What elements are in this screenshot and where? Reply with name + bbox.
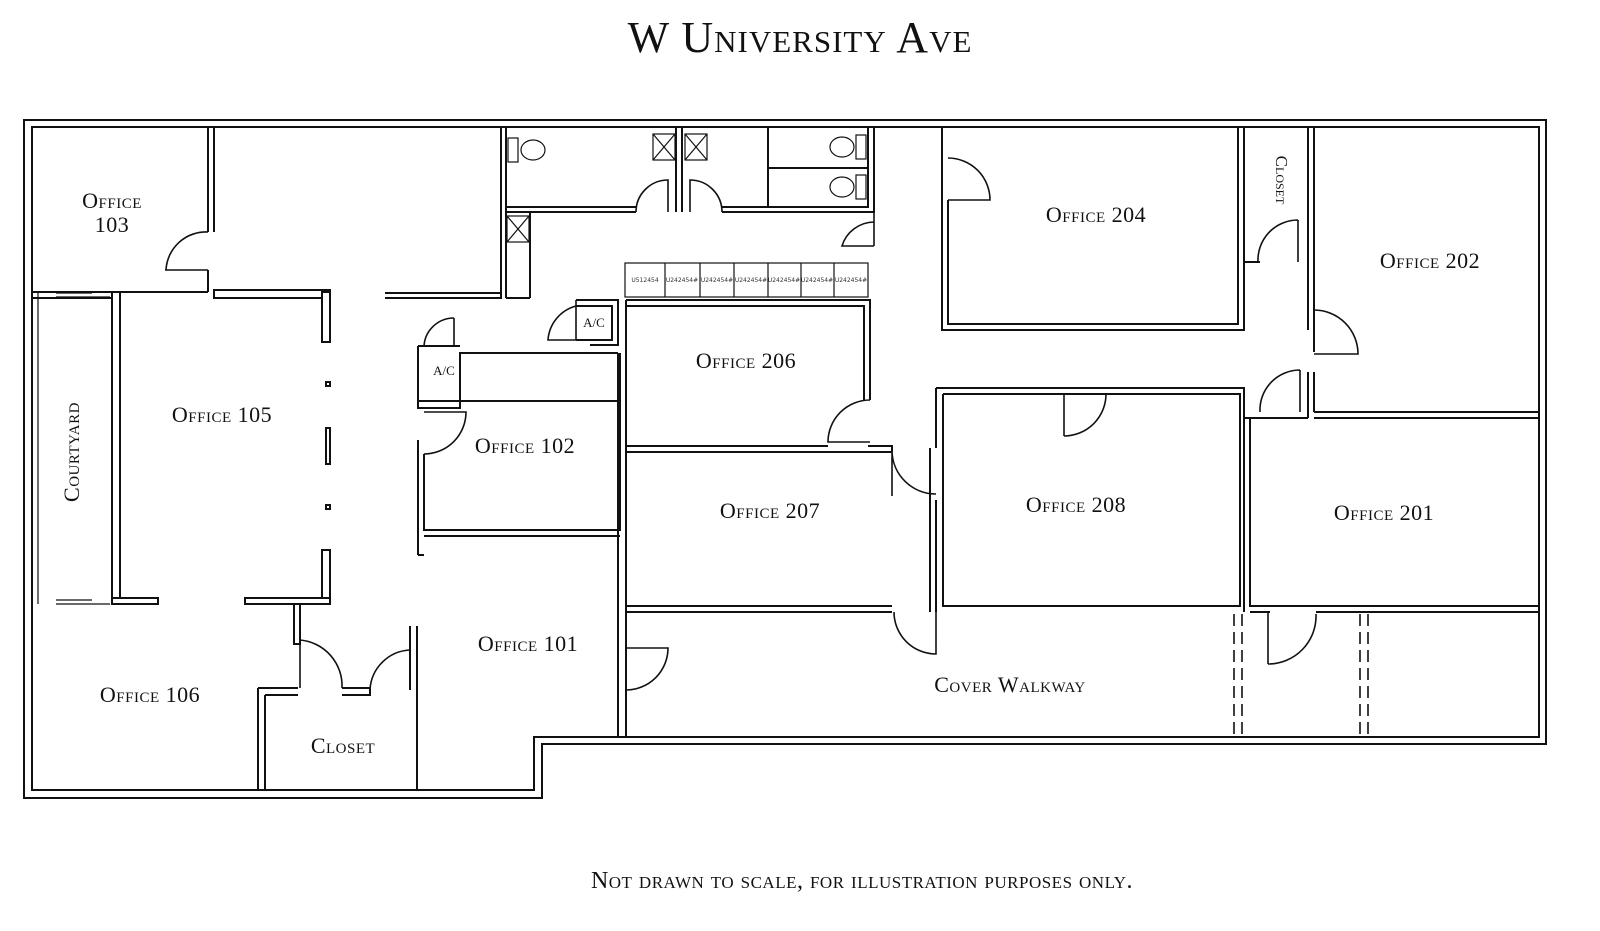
corridor-door xyxy=(840,212,875,247)
office-102-walls xyxy=(417,345,621,556)
courtyard-doors xyxy=(37,292,110,605)
office-207-label: Office 207 xyxy=(720,498,820,523)
closet-upper-label: Closet xyxy=(1272,156,1291,205)
sink-icon xyxy=(652,133,676,161)
office-208-door xyxy=(1063,393,1107,437)
svg-text:U512454: U512454 xyxy=(631,277,658,284)
office-201-door xyxy=(1259,369,1301,413)
toilet-icon xyxy=(507,137,546,163)
ac-lower-label: A/C xyxy=(433,363,455,378)
office-105-label: Office 105 xyxy=(172,402,272,427)
restroom-doors xyxy=(635,179,723,213)
closet-upper-door xyxy=(1257,219,1299,263)
locker-row: U512454 U242454# U242454# U242454# U2424… xyxy=(624,262,869,298)
office-202-walls xyxy=(1307,372,1539,419)
courtyard-label: Courtyard xyxy=(59,402,84,502)
svg-text:U242454#: U242454# xyxy=(735,277,767,284)
svg-text:U242454#: U242454# xyxy=(835,277,867,284)
ac-lower-door xyxy=(423,317,455,347)
office-201-label: Office 201 xyxy=(1334,500,1434,525)
walkway-openings xyxy=(1233,614,1369,734)
svg-text:U242454#: U242454# xyxy=(701,277,733,284)
office-206-label: Office 206 xyxy=(696,348,796,373)
walkway-door xyxy=(893,611,937,655)
office-208-walls xyxy=(929,387,1245,612)
svg-text:U242454#: U242454# xyxy=(801,277,833,284)
svg-text:U242454#: U242454# xyxy=(666,277,698,284)
office-204-label: Office 204 xyxy=(1046,202,1146,227)
svg-text:U242454#: U242454# xyxy=(768,277,800,284)
office-204-walls xyxy=(941,127,1245,331)
toilet-icon xyxy=(829,134,867,160)
walkway-gate-door xyxy=(1267,612,1317,665)
office-106-walls xyxy=(257,603,371,790)
office-103-door xyxy=(165,231,209,271)
office-202-label: Office 202 xyxy=(1380,248,1480,273)
ac-upper-room xyxy=(547,299,619,346)
wall-105-top xyxy=(213,289,331,299)
office-106-label: Office 106 xyxy=(100,682,200,707)
outer-wall xyxy=(23,119,1547,799)
closet-lower-label: Closet xyxy=(311,733,375,758)
street-title: W University Ave xyxy=(628,13,973,62)
office-206-walls xyxy=(626,299,893,453)
office-102-label: Office 102 xyxy=(475,433,575,458)
toilet-icon xyxy=(829,174,867,200)
office-201-walls xyxy=(1244,417,1539,613)
janitor-wall xyxy=(505,212,531,299)
wall-101-right xyxy=(617,300,627,737)
office-106-door xyxy=(299,639,343,689)
office-101-label: Office 101 xyxy=(478,631,578,656)
office-206-door xyxy=(827,399,871,443)
sink-icon xyxy=(506,215,530,243)
office-207-door xyxy=(891,451,937,496)
inner-wall xyxy=(31,126,1540,791)
office-105-walls xyxy=(111,291,331,605)
scale-disclaimer: Not drawn to scale, for illustration pur… xyxy=(591,868,1133,894)
storage-wall xyxy=(385,127,502,299)
office-202-door xyxy=(1313,309,1359,355)
office-103-label: Office xyxy=(82,188,142,213)
ac-upper-label: A/C xyxy=(583,315,605,330)
closet-upper-walls xyxy=(1243,127,1315,352)
cover-walkway-label: Cover Walkway xyxy=(934,672,1085,697)
office-101-door xyxy=(625,647,669,691)
sink-icon xyxy=(684,133,708,161)
closet-lower-door xyxy=(369,626,418,790)
office-204-door xyxy=(947,157,991,201)
office-102-door xyxy=(423,411,467,455)
office-103-number: 103 xyxy=(95,212,130,237)
office-207-walls xyxy=(626,605,892,613)
office-208-label: Office 208 xyxy=(1026,492,1126,517)
